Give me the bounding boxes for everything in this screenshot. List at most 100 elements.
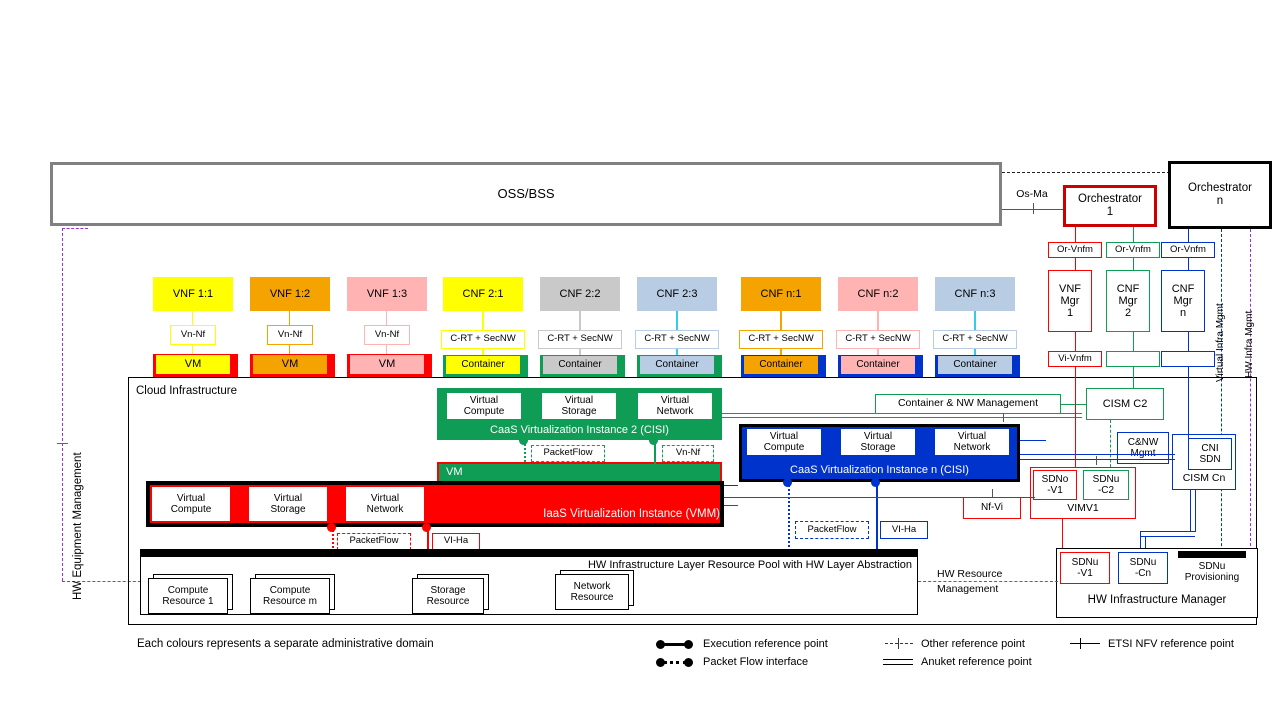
vnf-1-vm[interactable]: VM bbox=[156, 355, 230, 374]
legend-other-line bbox=[885, 643, 913, 644]
hw-equipment-mgmt-bracket-vertical bbox=[62, 228, 63, 581]
iaas-vs-l2: Storage bbox=[270, 504, 306, 515]
cnf-box-4[interactable]: CNF n:1 bbox=[741, 277, 821, 311]
sdnuc2-l2: -C2 bbox=[1097, 485, 1115, 496]
virtual-infra-mgmt-label: Virtual Infra Mgmt bbox=[1215, 303, 1226, 382]
caas2-vnnf-line bbox=[654, 440, 656, 490]
cnf-4-container[interactable]: Container bbox=[744, 356, 818, 374]
caasn-vc-l2: Compute bbox=[763, 442, 805, 453]
cloud-infrastructure-label: Cloud Infrastructure bbox=[136, 385, 237, 397]
cnf-1-label: CNF 2:1 bbox=[462, 287, 504, 300]
sdnucn-l2: -Cn bbox=[1134, 568, 1152, 579]
cnf-2-label: CNF 2:2 bbox=[559, 287, 601, 300]
legend-pf-dot-left bbox=[656, 658, 665, 667]
cnf-box-5[interactable]: CNF n:2 bbox=[838, 277, 918, 311]
cnf-2-container-label: Container bbox=[558, 359, 602, 371]
vnf-mgr-1-box[interactable]: VNF Mgr 1 bbox=[1048, 270, 1092, 332]
caasn-vn-l2: Network bbox=[953, 442, 991, 453]
cnf-box-1[interactable]: CNF 2:1 bbox=[443, 277, 523, 311]
vnf-mgr-1-l2: Mgr bbox=[1060, 294, 1080, 307]
cnf-6-container[interactable]: Container bbox=[938, 356, 1012, 374]
cnf-box-2[interactable]: CNF 2:2 bbox=[540, 277, 620, 311]
sr-l2: Resource bbox=[426, 596, 470, 607]
cnf-box-3[interactable]: CNF 2:3 bbox=[637, 277, 717, 311]
vnf-mgr-1-uplink bbox=[1075, 258, 1076, 272]
sdnu-v1-box[interactable]: SDNu-V1 bbox=[1060, 552, 1110, 584]
or-vnfm-1-label: Or-Vnfm bbox=[1057, 243, 1093, 255]
caas2-packetflow-box: PacketFlow bbox=[531, 445, 605, 462]
cnf-3-crt-label: C-RT + SecNW bbox=[644, 333, 710, 345]
sdnucn-l1: SDNu bbox=[1129, 556, 1157, 568]
vnf-box-3[interactable]: VNF 1:3 bbox=[347, 277, 427, 311]
vnf-2-vm[interactable]: VM bbox=[253, 355, 327, 374]
iaas-block[interactable] bbox=[146, 481, 724, 527]
legend-pf-line bbox=[663, 661, 687, 664]
cism-c2-box[interactable]: CISM C2 bbox=[1086, 388, 1164, 420]
oss-bss-box[interactable]: OSS/BSS bbox=[50, 162, 1002, 226]
vi-vnfm-label: Vi-Vnfm bbox=[1058, 352, 1092, 364]
cnf-mgr-n-box[interactable]: CNF Mgr n bbox=[1161, 270, 1205, 332]
vnf-2-vn-nf-box: Vn-Nf bbox=[267, 325, 313, 345]
caas2-vnnf-dot-top bbox=[649, 436, 658, 445]
container-nw-anuket-line1 bbox=[722, 413, 1082, 414]
os-ma-label: Os-Ma bbox=[1010, 188, 1054, 202]
cnf-mgr-2-box[interactable]: CNF Mgr 2 bbox=[1106, 270, 1150, 332]
legend-pf-dot-right bbox=[684, 658, 693, 667]
caas2-vn-l2: Network bbox=[656, 406, 694, 417]
caasn-anuket-line2 bbox=[1020, 459, 1175, 460]
crm-l2: Resource m bbox=[263, 596, 317, 607]
or-vnfm-n-box: Or-Vnfm bbox=[1161, 242, 1215, 258]
cnf-mgr-n-l1: CNF bbox=[1171, 282, 1195, 295]
vi-vnfm-box: Vi-Vnfm bbox=[1048, 351, 1102, 367]
orchestrator-1-box[interactable]: Orchestrator 1 bbox=[1063, 185, 1157, 227]
container-nw-management-box[interactable]: Container & NW Management bbox=[875, 394, 1061, 414]
caasn-bottom-anuket1 bbox=[724, 485, 738, 486]
caasn-title: CaaS Virtualization Instance n (CISI) bbox=[790, 463, 969, 476]
vi-vnfm-line-blue bbox=[1188, 332, 1189, 352]
cnf-5-label: CNF n:2 bbox=[857, 287, 899, 300]
cnf-4-crt-box: C-RT + SecNW bbox=[739, 330, 823, 349]
sdnu-cn-box[interactable]: SDNu-Cn bbox=[1118, 552, 1168, 584]
orchestrator-n-line2: n bbox=[1216, 195, 1224, 207]
sdnu-c2-box[interactable]: SDNu-C2 bbox=[1083, 470, 1129, 500]
container-nw-management-label: Container & NW Management bbox=[897, 397, 1039, 410]
cnf-box-6[interactable]: CNF n:3 bbox=[935, 277, 1015, 311]
cnf-2-container[interactable]: Container bbox=[543, 356, 617, 374]
vnf-1-label: VNF 1:1 bbox=[172, 287, 214, 300]
vi-vnfm-box-green bbox=[1106, 351, 1160, 367]
vnf-box-2[interactable]: VNF 1:2 bbox=[250, 277, 330, 311]
cnf-5-container[interactable]: Container bbox=[841, 356, 915, 374]
vnf-box-1[interactable]: VNF 1:1 bbox=[153, 277, 233, 311]
hw-equipment-mgmt-label: HW Equipment Management bbox=[72, 452, 84, 600]
legend-etsi-line bbox=[1070, 643, 1100, 644]
vnf-3-vm[interactable]: VM bbox=[350, 355, 424, 374]
or-vnfm-n-label: Or-Vnfm bbox=[1170, 243, 1206, 255]
cnf-1-container[interactable]: Container bbox=[446, 356, 520, 374]
cnf-3-container[interactable]: Container bbox=[640, 356, 714, 374]
caas2-vm-label: VM bbox=[446, 466, 463, 478]
orchestrator-n-box[interactable]: Orchestrator n bbox=[1168, 161, 1272, 229]
hw-infra-mgmt-dashed bbox=[1250, 229, 1251, 551]
sdno-v1-box[interactable]: SDNo-V1 bbox=[1033, 470, 1077, 500]
caasn-packetflow-box: PacketFlow bbox=[795, 521, 869, 539]
sdnu-cn-blue-up1 bbox=[1140, 531, 1141, 555]
caasn-right-edge-1 bbox=[1020, 440, 1046, 441]
caasn-vc-l1: Virtual bbox=[769, 430, 799, 442]
cnf-6-crt-box: C-RT + SecNW bbox=[933, 330, 1017, 349]
